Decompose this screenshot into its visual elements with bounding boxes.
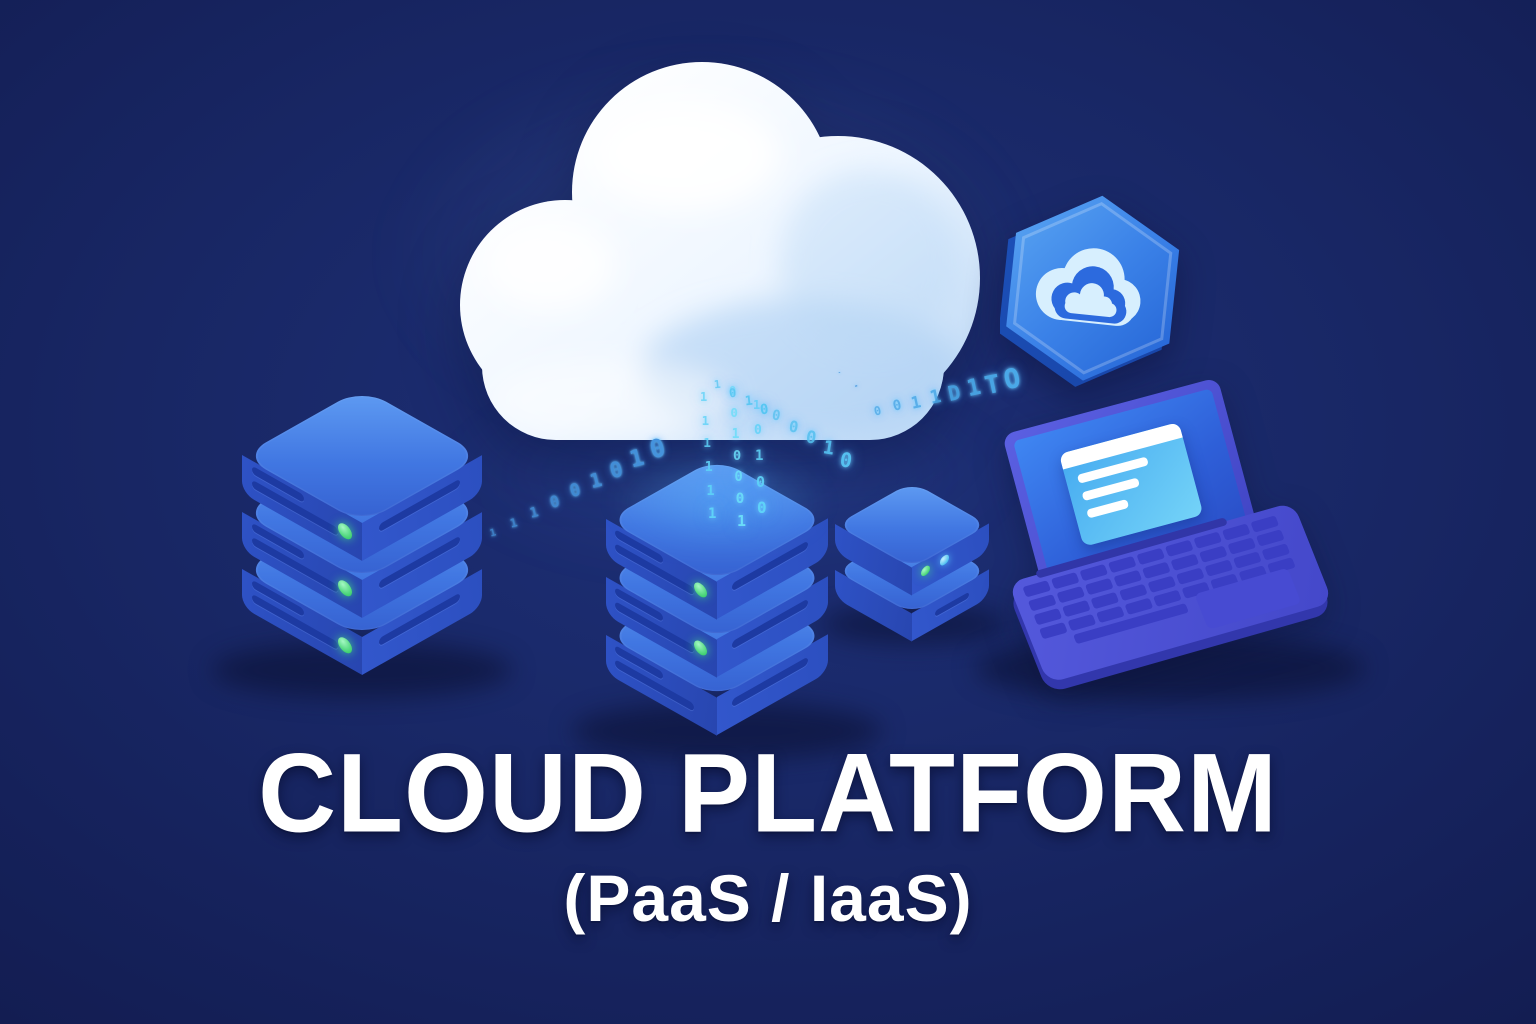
- led-green-icon: [338, 519, 352, 542]
- card-text-line: [1085, 499, 1129, 519]
- hexagon-cloud-badge: [1000, 195, 1180, 387]
- binary-digit: 1: [508, 515, 519, 531]
- led-green-icon: [338, 576, 352, 599]
- page-subtitle: (PaaS / IaaS): [563, 861, 973, 935]
- led-green-icon: [338, 633, 352, 656]
- page-title: CLOUD PLATFORM: [258, 729, 1278, 856]
- keyboard-key: [1039, 622, 1068, 640]
- left-server-stack: [241, 388, 483, 744]
- led-green-icon: [920, 563, 930, 579]
- led-cyan-icon: [939, 553, 949, 568]
- binary-digit: 1: [587, 468, 605, 494]
- card-text-line: [1081, 477, 1140, 502]
- binary-digit: 1: [488, 527, 498, 540]
- binary-digit: 0: [547, 491, 562, 512]
- mini-server-box: [835, 481, 988, 685]
- cloud-icon: [460, 62, 980, 440]
- binary-digit: 0: [567, 480, 583, 502]
- screen-window-card: [1058, 422, 1204, 547]
- led-green-icon: [694, 579, 708, 600]
- led-green-icon: [694, 637, 708, 658]
- laptop: [985, 360, 1365, 694]
- badge-cloud-glyph: [1035, 248, 1141, 326]
- binary-digit: 1: [528, 503, 541, 522]
